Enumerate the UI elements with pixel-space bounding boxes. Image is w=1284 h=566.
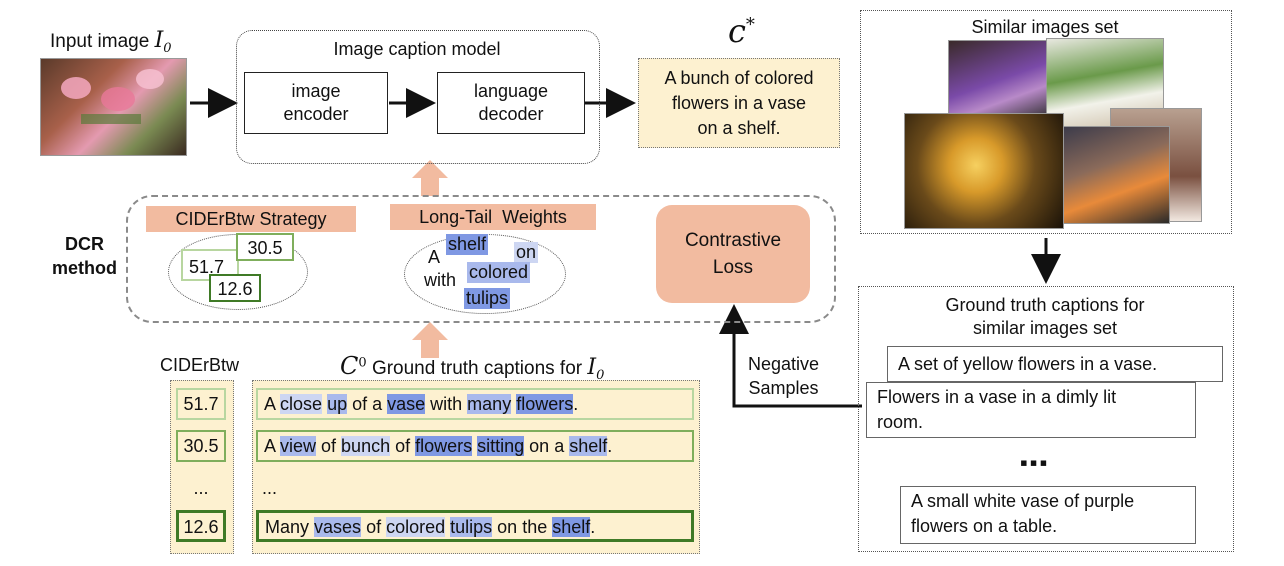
caption-text: on the xyxy=(492,517,553,537)
score-30-5: 30.5 xyxy=(236,233,294,261)
caption-text: A xyxy=(264,394,281,414)
image-caption-model xyxy=(236,30,600,164)
weight-word-colored: colored xyxy=(467,262,531,283)
ciderbtw-score: 30.5 xyxy=(176,430,226,462)
long-tail-weights-label: Long-Tail Weights xyxy=(390,204,596,230)
caption-text: of a xyxy=(347,394,388,414)
similar-captions-ellipsis: ▪▪▪ xyxy=(1020,450,1050,475)
orange-arrow-upper xyxy=(412,160,448,196)
gt-caption-row: ... xyxy=(256,474,694,506)
caption-model-title: Image caption model xyxy=(333,39,501,59)
highlighted-word: many xyxy=(467,394,512,414)
caption-text: on a xyxy=(524,436,570,456)
highlighted-word: colored xyxy=(386,517,446,537)
ciderbtw-label: CIDErBtw xyxy=(160,355,240,375)
orange-arrow-lower xyxy=(412,322,448,358)
weight-word-a: A xyxy=(428,247,441,267)
similar-images-panel xyxy=(860,10,1232,234)
similar-caption-1: A set of yellow flowers in a vase. xyxy=(887,346,1223,382)
caption-text: A xyxy=(264,436,281,456)
similar-photo-purple xyxy=(948,40,1050,120)
caption-text: ... xyxy=(262,478,278,498)
caption-text: Many xyxy=(265,517,315,537)
gt-captions-header: C0 Ground truth captions for I0 xyxy=(340,352,605,383)
caption-text: . xyxy=(573,394,579,414)
caption-text: of xyxy=(316,436,342,456)
ciderbtw-score: ... xyxy=(193,478,209,498)
gt-similar-panel xyxy=(858,286,1234,552)
highlighted-word: shelf xyxy=(569,436,608,456)
cidernbtw-strategy-label: CIDErBtw Strategy xyxy=(146,206,356,232)
highlighted-word: flowers xyxy=(516,394,574,414)
highlighted-word: bunch xyxy=(341,436,391,456)
arrow-negative-samples xyxy=(719,304,862,408)
highlighted-word: flowers xyxy=(415,436,473,456)
caption-text: with xyxy=(425,394,468,414)
input-photo xyxy=(40,58,187,156)
gt-caption-row: A view of bunch of flowers sitting on a … xyxy=(256,430,694,462)
ciderbtw-score: 12.6 xyxy=(176,510,226,542)
highlighted-word: shelf xyxy=(552,517,591,537)
highlighted-word: vases xyxy=(314,517,362,537)
gt-caption-row: A close up of a vase with many flowers. xyxy=(256,388,694,420)
dcr-method-box xyxy=(126,195,836,323)
highlighted-word: up xyxy=(327,394,348,414)
caption-text: . xyxy=(590,517,596,537)
highlighted-word: sitting xyxy=(477,436,525,456)
caption-text: of xyxy=(390,436,416,456)
similar-photo-yellow-flowers xyxy=(904,113,1064,229)
caption-text: of xyxy=(361,517,387,537)
similar-photo-lamp-vase xyxy=(1058,126,1170,224)
ciderbtw-score: 51.7 xyxy=(176,388,226,420)
input-image-label: Input image I0 xyxy=(50,28,172,56)
highlighted-word: close xyxy=(280,394,323,414)
weight-word-with: with xyxy=(424,270,457,290)
weight-word-tulips: tulips xyxy=(464,288,511,309)
weight-word-on: on xyxy=(514,242,539,263)
similar-images-title: Similar images set xyxy=(971,17,1119,37)
caption-text: . xyxy=(607,436,613,456)
highlighted-word: vase xyxy=(387,394,426,414)
highlighted-word: tulips xyxy=(450,517,493,537)
highlighted-word: view xyxy=(280,436,317,456)
score-12-6: 12.6 xyxy=(209,274,261,302)
gt-caption-row: Many vases of colored tulips on the shel… xyxy=(256,510,694,542)
weight-word-shelf: shelf xyxy=(446,234,489,255)
output-symbol: c* xyxy=(728,12,755,50)
